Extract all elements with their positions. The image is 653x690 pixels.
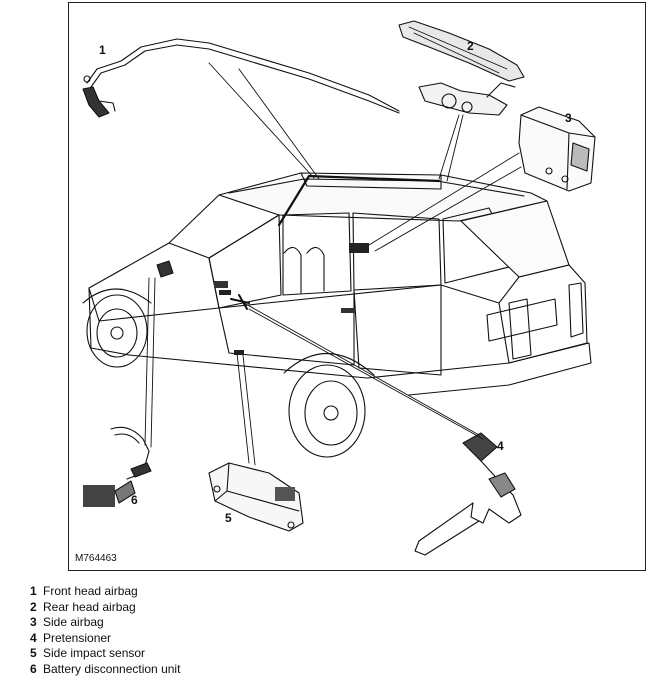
legend-item: 6 Battery disconnection unit [30, 662, 180, 678]
callout-6: 6 [131, 493, 138, 507]
leader-lines [144, 62, 522, 466]
legend-label: Front head airbag [43, 584, 138, 598]
callout-2: 2 [467, 39, 474, 53]
side-impact-sensor [208, 462, 304, 532]
legend-item: 3 Side airbag [30, 615, 180, 631]
legend-number: 6 [30, 661, 37, 676]
callout-3: 3 [565, 111, 572, 125]
callout-1: 1 [99, 43, 106, 57]
legend-number: 1 [30, 584, 37, 598]
callout-4: 4 [497, 439, 504, 453]
legend-label: Pretensioner [43, 630, 112, 645]
legend-label: Rear head airbag [43, 599, 136, 614]
side-airbag [518, 106, 596, 192]
legend-number: 4 [30, 630, 37, 645]
legend-item: 4 Pretensioner [30, 631, 180, 647]
pretensioner [414, 432, 522, 556]
front-head-airbag [82, 38, 400, 118]
diagram-frame: 1 2 3 4 5 6 M764463 [68, 2, 646, 571]
legend-item: 2 Rear head airbag [30, 600, 180, 616]
legend-item: 5 Side impact sensor [30, 646, 180, 662]
rear-head-airbag [398, 20, 525, 116]
legend-label: Battery disconnection unit [43, 661, 181, 676]
legend-item: 1 Front head airbag [30, 584, 180, 600]
legend-label: Side airbag [43, 615, 104, 630]
battery-disconnection-unit [83, 426, 152, 507]
legend-number: 3 [30, 615, 37, 630]
callout-5: 5 [225, 511, 232, 525]
vehicle-illustration [82, 172, 592, 458]
legend-label: Side impact sensor [43, 646, 146, 661]
legend-number: 5 [30, 646, 37, 661]
legend-number: 2 [30, 599, 37, 614]
airbag-component-diagram [82, 20, 596, 556]
figure-id: M764463 [75, 553, 117, 564]
